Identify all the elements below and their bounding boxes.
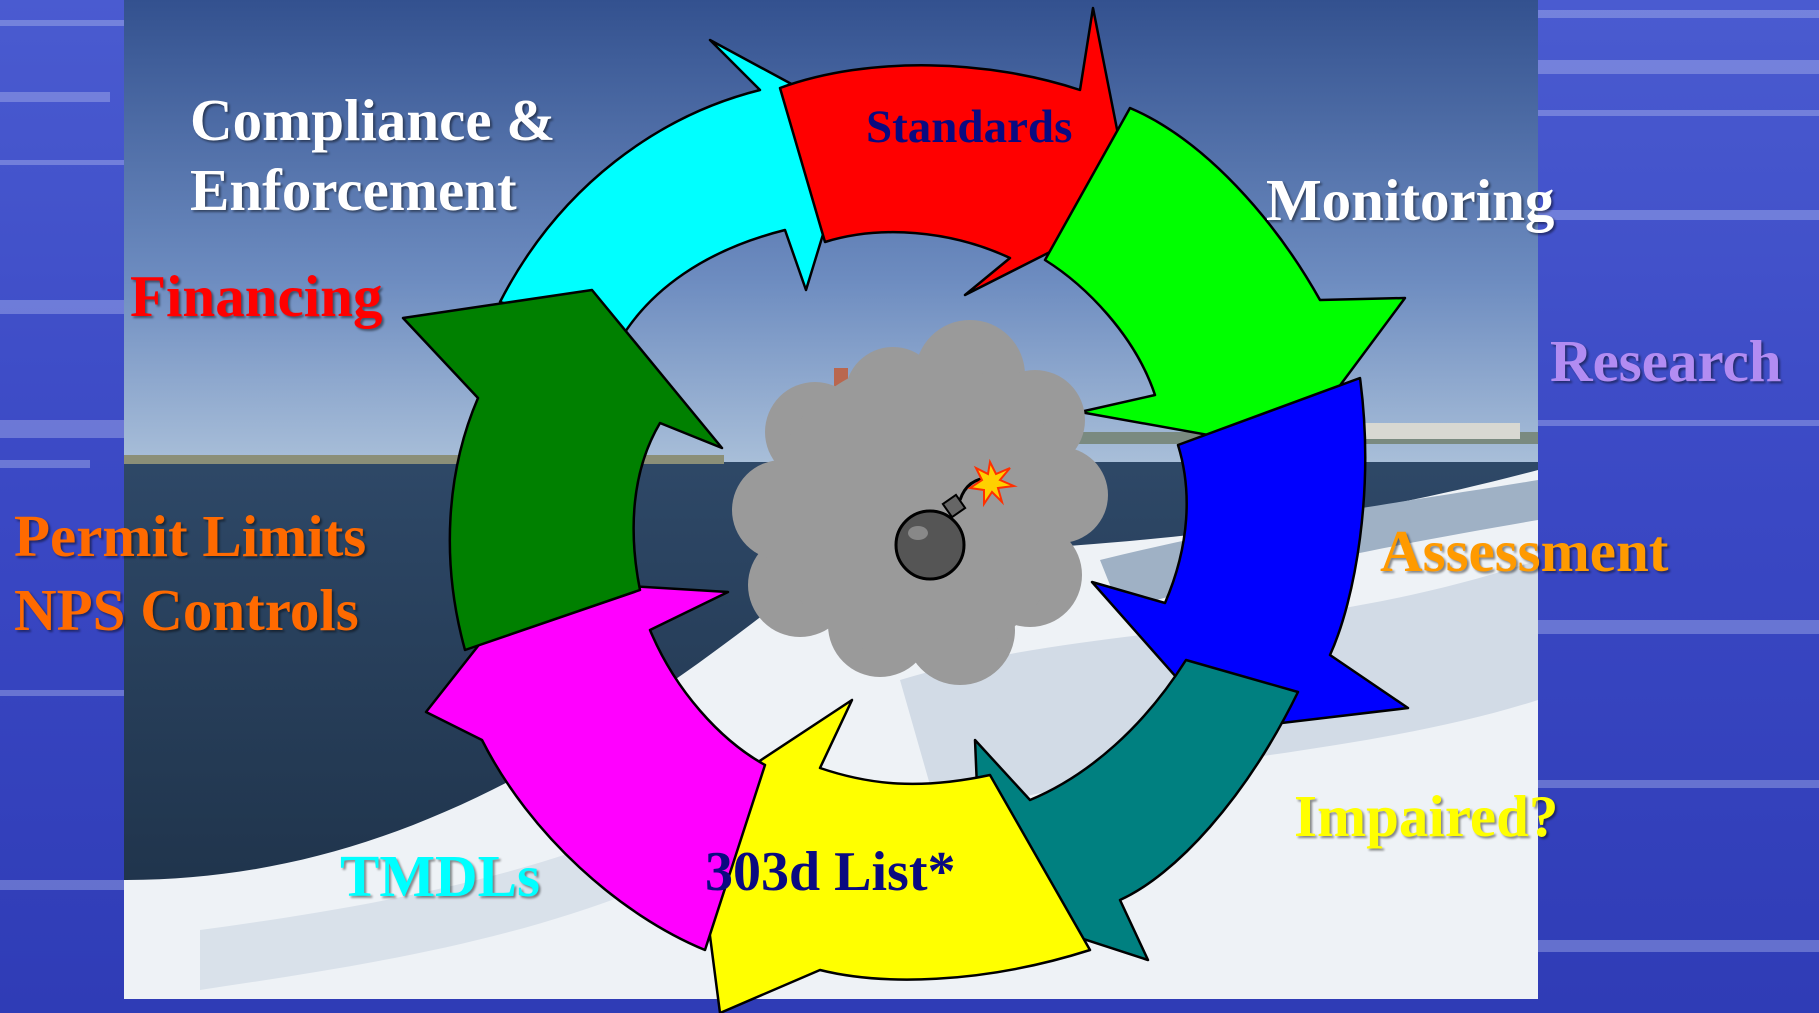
list303d-label: 303d List* (705, 841, 956, 903)
compliance-arrow (498, 38, 860, 342)
financing-arrow (401, 288, 724, 652)
center-cloud (732, 320, 1108, 685)
cycle-diagram (401, 6, 1410, 1013)
impaired-label: Impaired? (1294, 783, 1559, 849)
research-label: Research (1550, 328, 1782, 394)
standards-label: Standards (866, 101, 1073, 153)
monitoring-arrow (1043, 106, 1407, 452)
assessment-arrow (1090, 376, 1410, 732)
assessment-label: Assessment (1380, 518, 1669, 584)
permit-limits-label: Permit Limits (14, 503, 367, 569)
list303d-arrow (691, 698, 1092, 1013)
tmdls-arrow (424, 578, 767, 952)
bomb-icon (894, 458, 1018, 581)
financing-label: Financing (130, 263, 383, 329)
water-streaks (0, 10, 1819, 952)
compliance-label-line1: Compliance & (190, 87, 556, 153)
compliance-label-line2: Enforcement (190, 157, 517, 223)
standards-arrow (778, 6, 1135, 297)
monitoring-label: Monitoring (1266, 167, 1555, 233)
nps-controls-label: NPS Controls (14, 577, 359, 643)
tmdls-label: TMDLs (340, 843, 540, 909)
